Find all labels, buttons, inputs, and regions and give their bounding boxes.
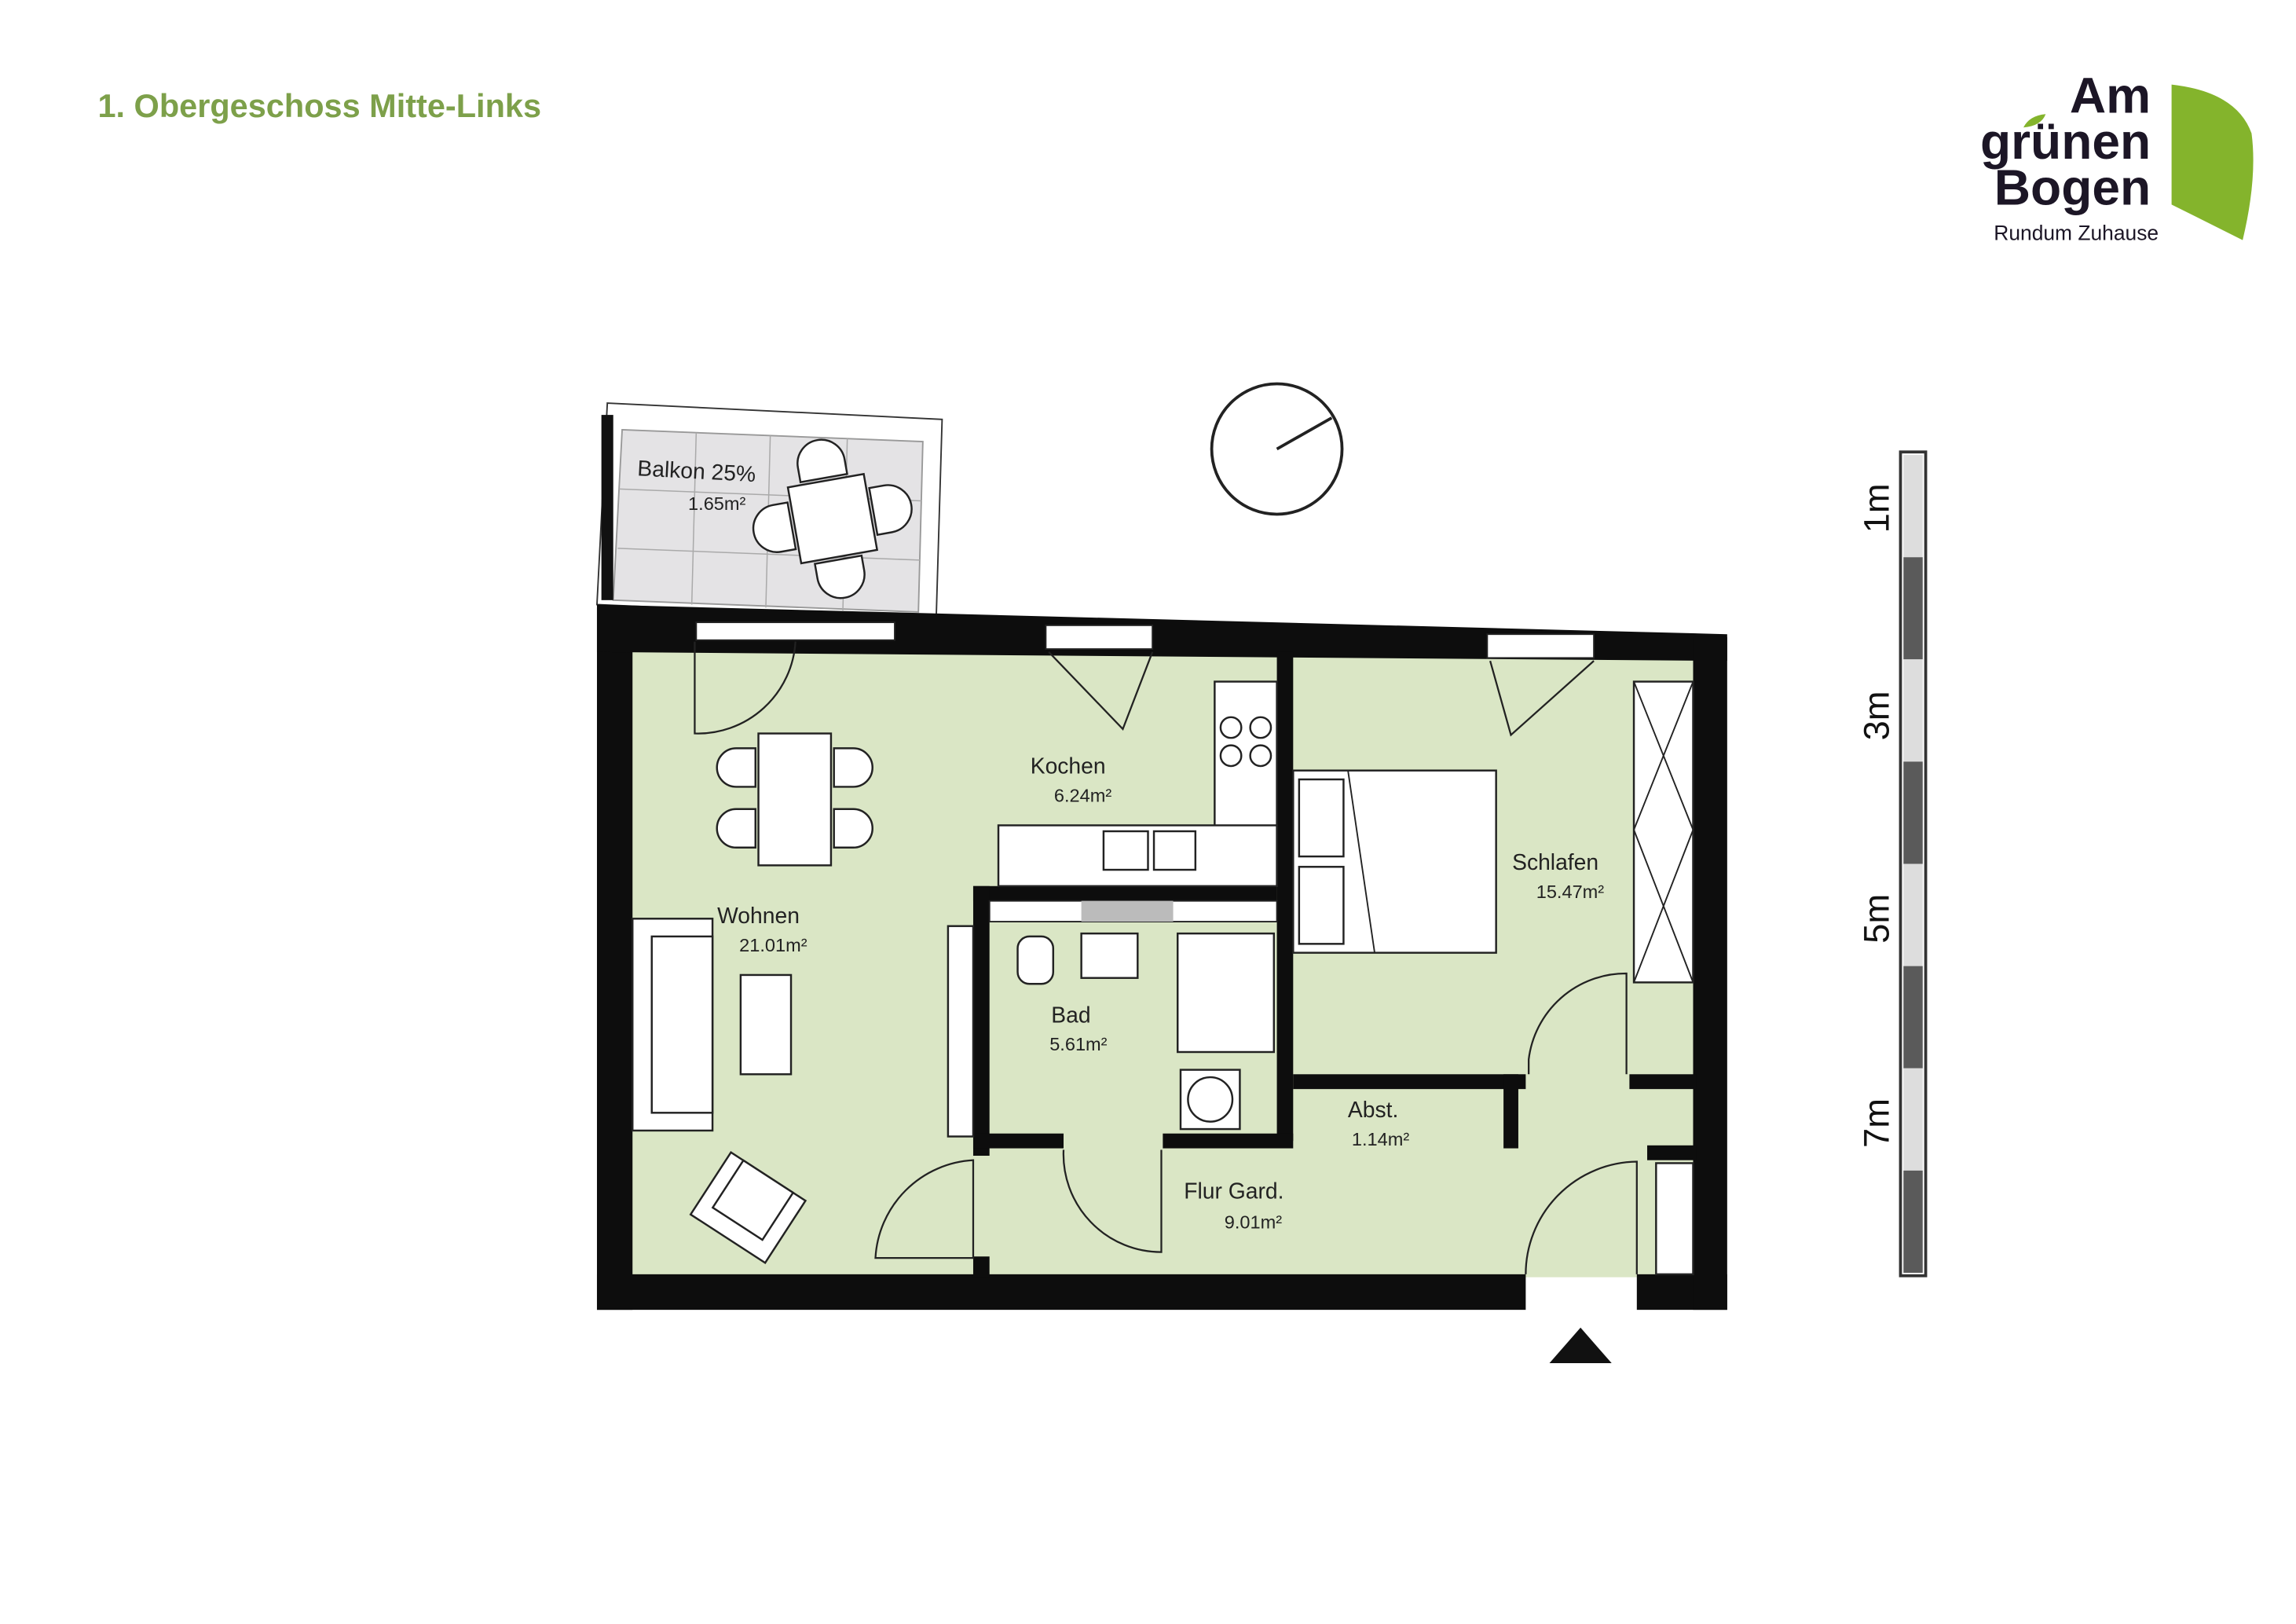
room-area-wohnen: 21.01m² <box>739 935 807 955</box>
room-name-schlafen: Schlafen <box>1512 849 1598 874</box>
room-area-balkon: 1.65m² <box>688 493 745 514</box>
room-area-schlafen: 15.47m² <box>1536 882 1605 902</box>
room-labels: Balkon 25% 1.65m² Wohnen 21.01m² Kochen … <box>637 455 1605 1232</box>
leaf-icon <box>2171 84 2254 240</box>
windows <box>695 621 1595 659</box>
logo: Am grünen Bogen Rundum Zuhause <box>1980 67 2254 245</box>
scale-label: 3m <box>1856 691 1896 740</box>
small-leaf-icon <box>2023 114 2046 128</box>
room-area-abst: 1.14m² <box>1352 1129 1409 1149</box>
scale-label: 5m <box>1856 894 1896 944</box>
scale-bar: 1m 3m 5m 7m <box>1856 450 1928 1278</box>
room-name-balkon: Balkon 25% <box>637 455 756 486</box>
room-name-flur: Flur Gard. <box>1184 1179 1283 1204</box>
walls <box>596 604 1727 1311</box>
page-title: 1. Obergeschoss Mitte-Links <box>97 87 541 124</box>
scale-label: 7m <box>1856 1098 1896 1148</box>
doors <box>694 641 1638 1274</box>
entrance-triangle-icon <box>1549 1327 1612 1364</box>
scale-label: 1m <box>1856 483 1896 533</box>
room-area-flur: 9.01m² <box>1225 1212 1282 1232</box>
room-name-abst: Abst. <box>1348 1097 1398 1122</box>
logo-line2: grünen <box>1980 113 2151 170</box>
balcony-table <box>752 438 913 599</box>
room-name-kochen: Kochen <box>1031 753 1106 778</box>
room-area-kochen: 6.24m² <box>1054 785 1111 805</box>
logo-tagline: Rundum Zuhause <box>1994 222 2159 245</box>
logo-line3: Bogen <box>1994 159 2151 215</box>
furniture <box>632 680 1694 1276</box>
room-name-wohnen: Wohnen <box>717 903 800 928</box>
balcony <box>595 402 943 621</box>
room-name-bad: Bad <box>1051 1002 1090 1027</box>
logo-line1: Am <box>2070 67 2151 123</box>
compass <box>1210 382 1344 516</box>
room-area-bad: 5.61m² <box>1049 1034 1107 1054</box>
